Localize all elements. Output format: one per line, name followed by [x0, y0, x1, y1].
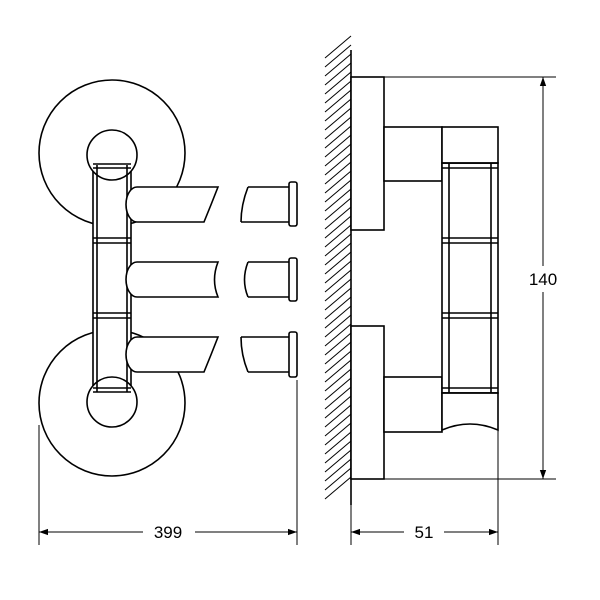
- hatch-line: [324, 143, 352, 167]
- hatch-line: [324, 260, 352, 284]
- side-joints: [442, 162, 498, 394]
- hatch-line: [324, 386, 352, 410]
- hatch-line: [324, 98, 352, 122]
- hatch-line: [324, 107, 352, 131]
- bottom-mount-block: [383, 376, 443, 433]
- hatch-line: [324, 359, 352, 383]
- wall-hatching: [324, 35, 352, 500]
- arm-1-end: [240, 181, 298, 227]
- arm-2-end: [243, 257, 298, 302]
- hatch-line: [324, 71, 352, 95]
- bottom-rosette-side: [350, 325, 385, 480]
- hatch-line: [324, 296, 352, 320]
- height-label: 140: [529, 270, 557, 289]
- hatch-line: [324, 467, 352, 491]
- hatch-line: [324, 53, 352, 77]
- bottom-post-cap: [86, 376, 138, 428]
- hatch-line: [324, 197, 352, 221]
- arm-2: [125, 261, 220, 298]
- top-rosette-side: [350, 76, 385, 231]
- dimension-depth: 51: [350, 430, 499, 545]
- hatch-line: [324, 125, 352, 149]
- hatch-line: [324, 35, 352, 59]
- hatch-line: [324, 287, 352, 311]
- width-label: 399: [154, 523, 182, 542]
- hatch-line: [324, 134, 352, 158]
- hatch-line: [324, 404, 352, 428]
- arm-3: [125, 336, 220, 373]
- hatch-line: [324, 395, 352, 419]
- dimension-width: 399: [38, 380, 298, 545]
- hatch-line: [324, 152, 352, 176]
- hatch-line: [324, 440, 352, 464]
- hatch-line: [324, 80, 352, 104]
- hatch-line: [324, 233, 352, 257]
- front-view: [38, 79, 298, 477]
- hatch-line: [324, 458, 352, 482]
- hatch-line: [324, 431, 352, 455]
- hatch-line: [324, 341, 352, 365]
- hatch-line: [324, 332, 352, 356]
- post-joints: [93, 163, 131, 393]
- hatch-line: [324, 161, 352, 185]
- hatch-line: [324, 170, 352, 194]
- side-bottom-cap: [441, 392, 499, 432]
- dimension-height: 140: [384, 76, 568, 480]
- arm-1: [125, 186, 220, 223]
- hatch-line: [324, 251, 352, 275]
- depth-label: 51: [415, 523, 434, 542]
- top-post-cap: [86, 129, 138, 181]
- hatch-line: [324, 206, 352, 230]
- hatch-line: [324, 314, 352, 338]
- hatch-line: [324, 350, 352, 374]
- hatch-line: [324, 278, 352, 302]
- hatch-line: [324, 62, 352, 86]
- hatch-line: [324, 269, 352, 293]
- hatch-line: [324, 242, 352, 266]
- hatch-line: [324, 179, 352, 203]
- arm-3-end: [240, 331, 298, 378]
- side-top-cap: [441, 126, 499, 164]
- side-post: [441, 162, 499, 394]
- hatch-line: [324, 413, 352, 437]
- hatch-line: [324, 224, 352, 248]
- hatch-line: [324, 188, 352, 212]
- hatch-line: [324, 44, 352, 68]
- hatch-line: [324, 422, 352, 446]
- hatch-line: [324, 476, 352, 500]
- top-mount-block: [383, 126, 443, 182]
- side-view: [324, 35, 499, 505]
- hatch-line: [324, 215, 352, 239]
- hatch-line: [324, 368, 352, 392]
- hatch-line: [324, 449, 352, 473]
- hatch-line: [324, 305, 352, 329]
- hatch-line: [324, 377, 352, 401]
- hatch-line: [324, 89, 352, 113]
- hatch-line: [324, 323, 352, 347]
- hatch-line: [324, 116, 352, 140]
